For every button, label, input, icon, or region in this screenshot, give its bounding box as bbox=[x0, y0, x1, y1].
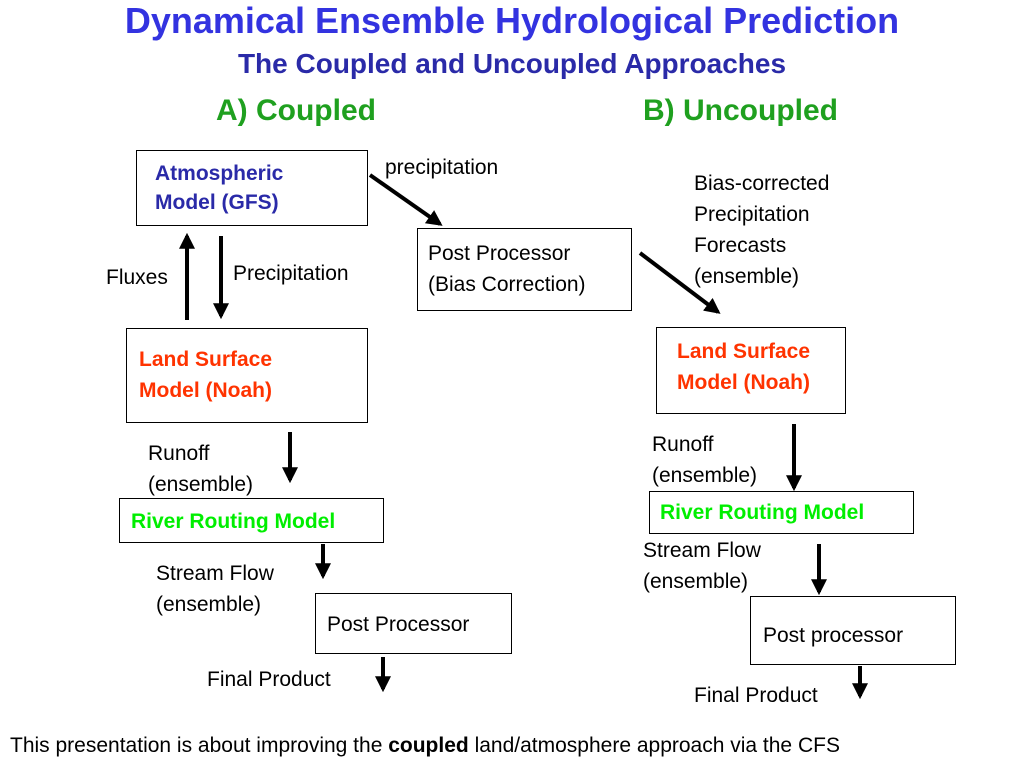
river-routing-model-uncoupled-label: River Routing Model bbox=[660, 501, 865, 524]
footer-prefix: This presentation is about improving the bbox=[10, 734, 389, 757]
river-routing-model-coupled-label: River Routing Model bbox=[131, 510, 336, 533]
stream-flow-coupled-label: Stream Flow (ensemble) bbox=[156, 562, 274, 616]
runoff-uncoupled-label: Runoff (ensemble) bbox=[652, 433, 758, 487]
runoff-coupled-label: Runoff (ensemble) bbox=[148, 442, 254, 496]
page-subtitle: The Coupled and Uncoupled Approaches bbox=[237, 48, 787, 79]
river-routing-model-uncoupled-box: River Routing Model bbox=[649, 491, 914, 534]
atmospheric-model-label: Atmospheric Model (GFS) bbox=[155, 162, 284, 214]
arrow-postprocessor-to-lsm bbox=[638, 251, 721, 314]
fluxes-label: Fluxes bbox=[106, 266, 168, 289]
stream-flow-uncoupled-label: Stream Flow (ensemble) bbox=[643, 539, 761, 593]
page-title: Dynamical Ensemble Hydrological Predicti… bbox=[124, 0, 900, 41]
bias-corrected-label: Bias-corrected Precipitation Forecasts (… bbox=[694, 172, 830, 288]
footer-emphasis: coupled bbox=[388, 734, 469, 757]
land-surface-model-coupled-label: Land Surface Model (Noah) bbox=[139, 348, 273, 402]
post-processor-coupled-box: Post Processor bbox=[315, 593, 512, 654]
atmospheric-model-box: Atmospheric Model (GFS) bbox=[136, 150, 368, 226]
land-surface-model-uncoupled-label: Land Surface Model (Noah) bbox=[677, 340, 811, 394]
uncoupled-heading: B) Uncoupled bbox=[643, 94, 838, 127]
land-surface-model-uncoupled-box: Land Surface Model (Noah) bbox=[656, 327, 846, 414]
post-processor-uncoupled-box: Post processor bbox=[750, 596, 956, 665]
arrow-atm-to-postprocessor bbox=[368, 173, 443, 226]
coupled-heading: A) Coupled bbox=[216, 94, 376, 127]
river-routing-model-coupled-box: River Routing Model bbox=[119, 498, 384, 543]
land-surface-model-coupled-box: Land Surface Model (Noah) bbox=[126, 328, 368, 423]
footer-note: This presentation is about improving the… bbox=[10, 734, 840, 758]
post-processor-bias-label: Post Processor (Bias Correction) bbox=[428, 242, 586, 296]
post-processor-uncoupled-label: Post processor bbox=[763, 624, 904, 647]
footer-suffix: land/atmosphere approach via the CFS bbox=[468, 734, 840, 757]
precipitation-middle-label: precipitation bbox=[385, 156, 499, 179]
post-processor-bias-box: Post Processor (Bias Correction) bbox=[417, 228, 632, 311]
precipitation-label: Precipitation bbox=[233, 262, 349, 285]
final-product-coupled-label: Final Product bbox=[207, 668, 331, 691]
final-product-uncoupled-label: Final Product bbox=[694, 684, 818, 707]
post-processor-coupled-label: Post Processor bbox=[327, 613, 470, 636]
